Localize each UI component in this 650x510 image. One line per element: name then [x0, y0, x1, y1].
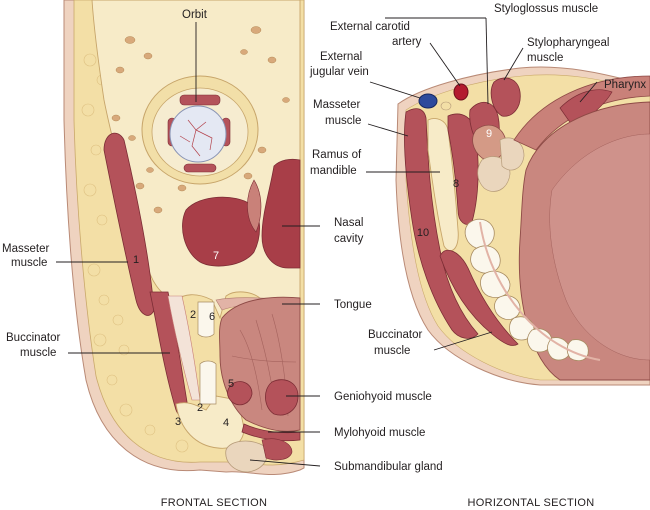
- label-frontal-masseter-2: muscle: [11, 257, 47, 269]
- label-nasal-2: cavity: [334, 233, 364, 245]
- caption-frontal-section: FRONTAL SECTION: [161, 497, 268, 509]
- label-styloglossus: Styloglossus muscle: [494, 3, 598, 15]
- label-geniohyoid: Geniohyoid muscle: [334, 391, 432, 403]
- fat-texture: [81, 53, 189, 453]
- label-orbit: Orbit: [182, 9, 208, 21]
- stylopharyngeal: [490, 77, 521, 117]
- lower-tooth: [199, 360, 217, 405]
- label-stylopharyngeal-1: Stylopharyngeal: [527, 37, 609, 49]
- horizontal-masseter: [403, 108, 479, 339]
- label-nasal-1: Nasal: [334, 217, 363, 229]
- frontal-number-7: 7: [213, 250, 219, 262]
- label-ext-carotid-2: artery: [392, 36, 422, 48]
- horizontal-buccinator: [439, 249, 519, 346]
- label-horizontal-masseter-2: muscle: [325, 115, 361, 127]
- label-tongue: Tongue: [334, 299, 372, 311]
- horizontal-number-9: 9: [486, 128, 492, 140]
- frontal-number-2a: 2: [190, 309, 196, 321]
- label-ramus-2: mandible: [310, 165, 357, 177]
- frontal-number-5: 5: [228, 378, 234, 390]
- maxillary-sinus: [182, 196, 260, 267]
- label-pharynx: Pharynx: [604, 79, 646, 91]
- label-ext-carotid-1: External carotid: [330, 21, 410, 33]
- external-carotid-artery: [453, 83, 469, 101]
- label-stylopharyngeal-2: muscle: [527, 52, 563, 64]
- label-frontal-buccinator-2: muscle: [20, 347, 56, 359]
- label-ext-jugular-1: External: [320, 51, 362, 63]
- frontal-number-2b: 2: [197, 402, 203, 414]
- submandibular-gland: [225, 440, 268, 473]
- label-submandibular: Submandibular gland: [334, 461, 443, 473]
- frontal-mandible: [175, 395, 245, 449]
- frontal-geniohyoid: [265, 379, 299, 416]
- label-ramus-1: Ramus of: [312, 149, 362, 161]
- nasal-cavity: [261, 158, 301, 269]
- frontal-number-1: 1: [133, 254, 139, 266]
- label-ext-jugular-2: jugular vein: [309, 66, 369, 78]
- external-jugular-vein: [418, 93, 438, 109]
- label-horizontal-masseter-1: Masseter: [313, 99, 360, 111]
- label-horizontal-buccinator-2: muscle: [374, 345, 410, 357]
- leader-lines: [56, 17, 598, 467]
- pharynx-wall: [513, 75, 650, 151]
- eyeball: [169, 105, 227, 163]
- frontal-number-3: 3: [175, 416, 181, 428]
- upper-tooth: [197, 301, 215, 338]
- horizontal-number-8: 8: [453, 178, 459, 190]
- frontal-section: [63, 0, 305, 476]
- retinal-vessels: [179, 119, 213, 157]
- label-horizontal-buccinator-1: Buccinator: [368, 329, 423, 341]
- label-frontal-buccinator-1: Buccinator: [6, 332, 61, 344]
- caption-horizontal-section: HORIZONTAL SECTION: [467, 497, 594, 509]
- label-mylohyoid: Mylohyoid muscle: [334, 427, 425, 439]
- ramus-of-mandible: [427, 118, 459, 252]
- horizontal-number-10: 10: [417, 227, 429, 239]
- frontal-number-6: 6: [209, 311, 215, 323]
- frontal-number-4: 4: [223, 417, 229, 429]
- horizontal-section: [395, 66, 650, 386]
- inferior-rectus: [183, 163, 217, 173]
- superior-rectus: [179, 94, 221, 106]
- label-frontal-masseter-1: Masseter: [2, 243, 49, 255]
